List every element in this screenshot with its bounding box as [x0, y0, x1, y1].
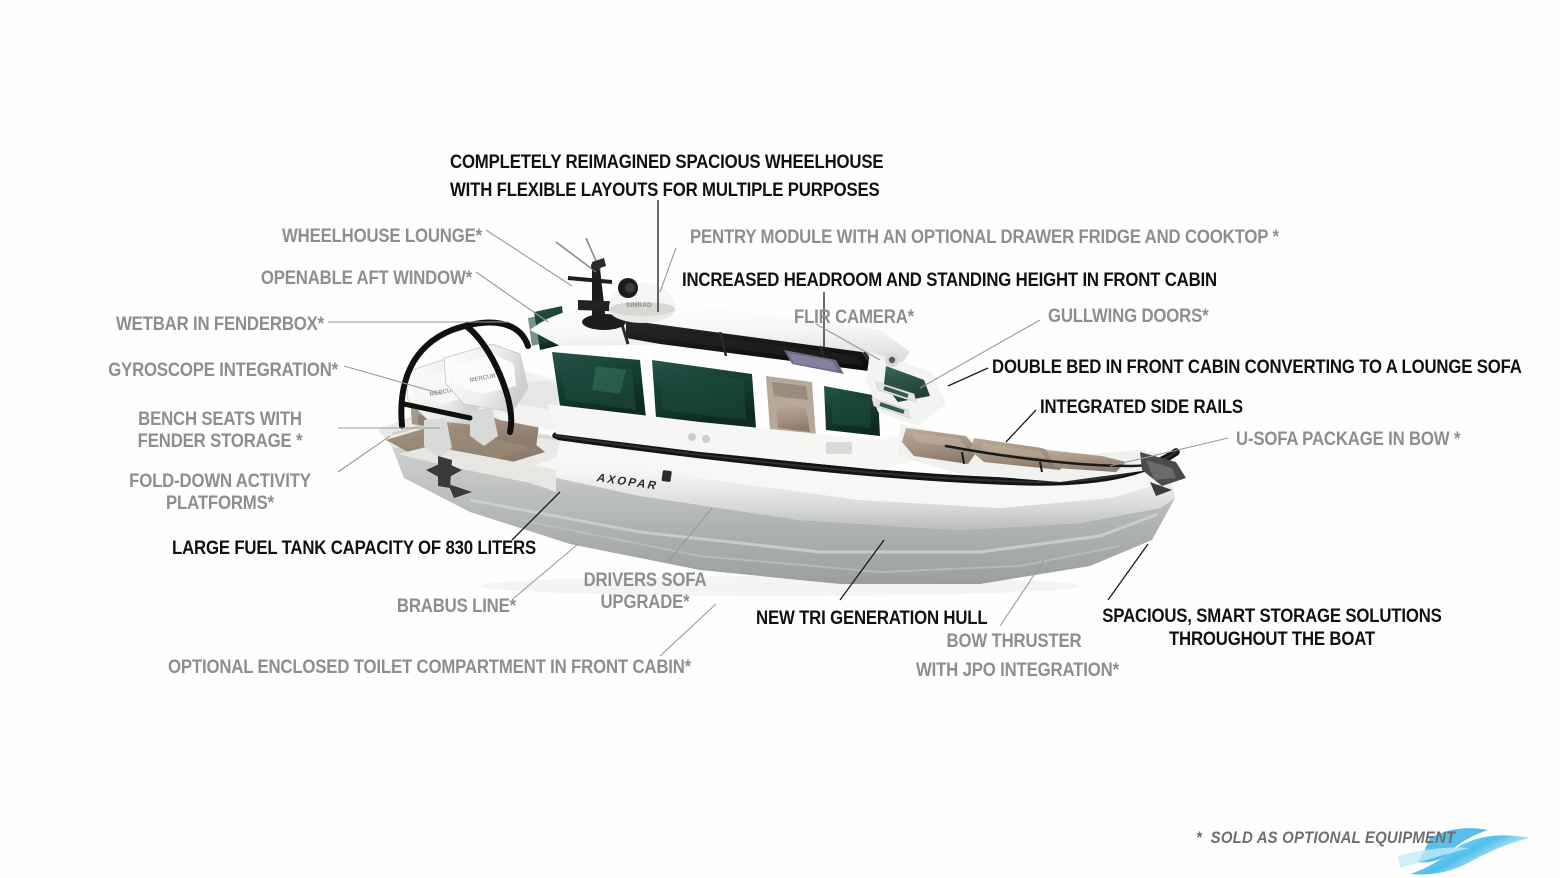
hull-topsides [382, 435, 1175, 530]
mast-base [582, 314, 626, 330]
callout-drivers-sofa-line1: DRIVERS SOFA [583, 569, 707, 591]
callout-storage-line1: SPACIOUS, SMART STORAGE SOLUTIONS [1102, 605, 1442, 627]
callout-wheelhouse-lounge: WHEELHOUSE LOUNGE* [281, 225, 482, 247]
callout-brabus-line: BRABUS LINE* [396, 595, 516, 617]
light-bar [567, 276, 613, 284]
interior-seat [776, 404, 810, 432]
hull-bottom [392, 447, 1175, 584]
callout-gullwing-doors: GULLWING DOORS* [1048, 305, 1209, 327]
callout-integrated-side-rails: INTEGRATED SIDE RAILS [1040, 396, 1243, 418]
hull-side-panel [540, 432, 1172, 508]
callout-fold-down-line1: FOLD-DOWN ACTIVITY [129, 470, 311, 492]
callout-wetbar-in-fenderbox: WETBAR IN FENDERBOX* [115, 313, 324, 335]
hull-logo-mark [661, 470, 672, 482]
radar-brand-text: SIMRAD [626, 302, 652, 309]
callout-bench-seats-line1: BENCH SEATS WITH [138, 408, 302, 430]
hull-vent [826, 442, 852, 454]
callout-pentry-module: PENTRY MODULE WITH AN OPTIONAL DRAWER FR… [690, 226, 1279, 248]
callout-optional-toilet: OPTIONAL ENCLOSED TOILET COMPARTMENT IN … [168, 656, 692, 678]
svg-text:MERCURY: MERCURY [469, 373, 500, 384]
callout-bow-thruster-line1: BOW THRUSTER [946, 630, 1082, 652]
callout-gyroscope-integration: GYROSCOPE INTEGRATION* [108, 359, 339, 381]
callout-openable-aft-window: OPENABLE AFT WINDOW* [260, 267, 472, 289]
callout-wheelhouse-line1: COMPLETELY REIMAGINED SPACIOUS WHEELHOUS… [450, 151, 884, 173]
callout-storage-line2: THROUGHOUT THE BOAT [1168, 628, 1376, 650]
callout-bow-thruster-line2: WITH JPO INTEGRATION* [915, 659, 1119, 681]
callout-wheelhouse-line2: WITH FLEXIBLE LAYOUTS FOR MULTIPLE PURPO… [450, 179, 880, 201]
svg-text:MERCURY: MERCURY [429, 387, 460, 398]
callout-drivers-sofa-line2: UPGRADE* [600, 591, 690, 613]
callout-u-sofa-package: U-SOFA PACKAGE IN BOW * [1236, 428, 1461, 450]
optional-equipment-footnote: * SOLD AS OPTIONAL EQUIPMENT [1196, 828, 1456, 847]
callout-double-bed: DOUBLE BED IN FRONT CABIN CONVERTING TO … [992, 356, 1522, 378]
callout-increased-headroom: INCREASED HEADROOM AND STANDING HEIGHT I… [682, 269, 1217, 291]
cabin-lower-body [548, 404, 918, 470]
callout-large-fuel-tank: LARGE FUEL TANK CAPACITY OF 830 LITERS [172, 537, 536, 559]
callout-flir-camera: FLIR CAMERA* [794, 306, 914, 328]
callout-bench-seats-line2: FENDER STORAGE * [137, 430, 303, 452]
callout-new-tri-hull: NEW TRI GENERATION HULL [756, 607, 988, 629]
propeller [426, 456, 472, 498]
callout-fold-down-line2: PLATFORMS* [166, 492, 274, 514]
watermark-wave [1398, 828, 1530, 875]
